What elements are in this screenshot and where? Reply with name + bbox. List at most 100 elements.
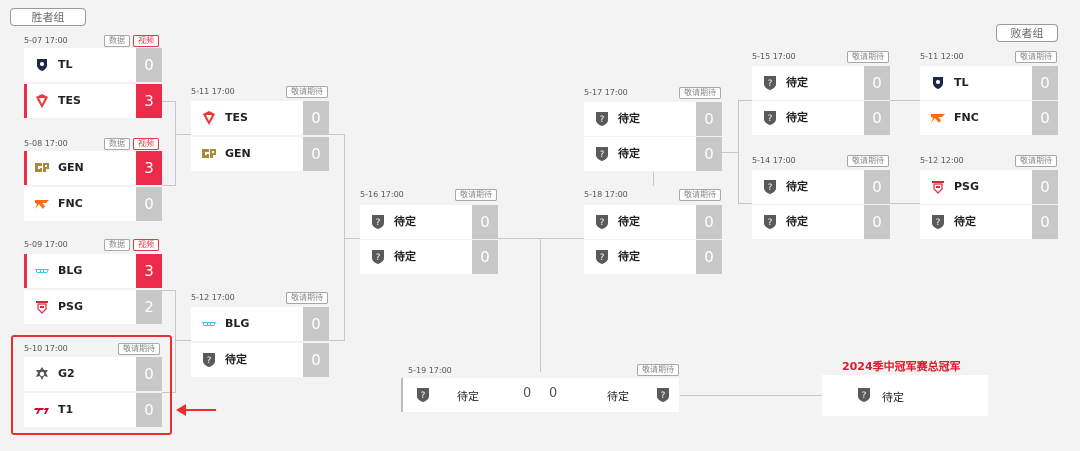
losers-group-tab[interactable]: 败者组 <box>996 24 1058 42</box>
shield-question-icon: ? <box>764 180 776 194</box>
team-name: T1 <box>58 403 74 416</box>
svg-text:?: ? <box>768 114 773 124</box>
team-row-fnc[interactable]: FNC 0 <box>24 187 162 221</box>
pending-badge[interactable]: 敬请期待 <box>679 87 721 99</box>
team-name: 待定 <box>786 111 808 124</box>
svg-text:?: ? <box>376 218 381 228</box>
shield-question-icon: ? <box>372 250 384 264</box>
svg-text:?: ? <box>600 115 605 125</box>
match-time: 5-14 17:00 <box>752 156 796 165</box>
shield-question-icon: ? <box>764 111 776 125</box>
data-badge[interactable]: 数据 <box>104 35 130 47</box>
team-score: 0 <box>136 187 162 221</box>
pending-badge[interactable]: 敬请期待 <box>847 51 889 63</box>
team-score: 0 <box>303 307 329 341</box>
pending-badge[interactable]: 敬请期待 <box>847 155 889 167</box>
team-row-psg[interactable]: PSG 0 <box>920 170 1058 204</box>
video-badge[interactable]: 视频 <box>133 138 159 150</box>
team-row-tbd[interactable]: ? 待定 0 <box>752 170 890 204</box>
shield-question-icon: ? <box>764 76 776 90</box>
team-score: 0 <box>523 386 532 401</box>
team-row-tl[interactable]: TL 0 <box>24 48 162 82</box>
team-score: 0 <box>136 393 162 427</box>
pending-badge[interactable]: 敬请期待 <box>637 364 679 376</box>
pending-badge[interactable]: 敬请期待 <box>286 292 328 304</box>
team-row-tbd[interactable]: ? 待定 0 <box>360 205 498 239</box>
team-row-psg[interactable]: PSG 2 <box>24 290 162 324</box>
team-score: 0 <box>696 137 722 171</box>
team-row-blg[interactable]: BLG 3 <box>24 254 162 288</box>
team-row-tbd[interactable]: ? 待定 0 <box>752 205 890 239</box>
pending-badge[interactable]: 敬请期待 <box>286 86 328 98</box>
g2-logo-icon <box>36 367 48 380</box>
team-score: 3 <box>136 84 162 118</box>
team-row-tbd[interactable]: ? 待定 0 <box>752 66 890 100</box>
team-name: 待定 <box>225 353 247 366</box>
team-score: 2 <box>136 290 162 324</box>
team-name: G2 <box>58 367 75 380</box>
match-time: 5-10 17:00 <box>24 344 68 353</box>
team-row-tes[interactable]: TES 3 <box>24 84 162 118</box>
team-row-tes[interactable]: TES 0 <box>191 101 329 135</box>
video-badge[interactable]: 视频 <box>133 35 159 47</box>
team-name: TES <box>58 94 81 107</box>
grand-final-card[interactable]: ? 待定 0 0 待定 ? <box>401 378 679 412</box>
team-name: 待定 <box>618 250 640 263</box>
team-row-gen[interactable]: GEN 3 <box>24 151 162 185</box>
team-name: FNC <box>954 111 979 124</box>
team-score: 0 <box>549 386 558 401</box>
data-badge[interactable]: 数据 <box>104 138 130 150</box>
gen-logo-icon <box>202 149 216 158</box>
blg-logo-icon <box>202 322 216 326</box>
team-row-tbd[interactable]: ? 待定 0 <box>191 343 329 377</box>
team-row-blg[interactable]: BLG 0 <box>191 307 329 341</box>
pending-badge[interactable]: 敬请期待 <box>1015 155 1057 167</box>
team-name: FNC <box>58 197 83 210</box>
team-row-tbd[interactable]: ? 待定 0 <box>752 101 890 135</box>
team-score: 0 <box>136 48 162 82</box>
match-time: 5-09 17:00 <box>24 240 68 249</box>
team-row-tbd[interactable]: ? 待定 0 <box>920 205 1058 239</box>
pending-badge[interactable]: 敬请期待 <box>455 189 497 201</box>
tes-logo-icon <box>36 94 48 108</box>
video-badge[interactable]: 视频 <box>133 239 159 251</box>
shield-question-icon: ? <box>858 388 870 402</box>
team-score: 0 <box>864 170 890 204</box>
svg-text:?: ? <box>600 218 605 228</box>
team-row-g2[interactable]: G2 0 <box>24 357 162 391</box>
match-time: 5-11 17:00 <box>191 87 235 96</box>
team-name: 待定 <box>618 215 640 228</box>
team-row-gen[interactable]: GEN 0 <box>191 137 329 171</box>
svg-text:?: ? <box>376 253 381 263</box>
team-row-tbd[interactable]: ? 待定 0 <box>584 102 722 136</box>
match-time: 5-08 17:00 <box>24 139 68 148</box>
match-time: 5-11 12:00 <box>920 52 964 61</box>
svg-text:?: ? <box>207 356 212 366</box>
pending-badge[interactable]: 敬请期待 <box>679 189 721 201</box>
winners-group-tab[interactable]: 胜者组 <box>10 8 86 26</box>
pending-badge[interactable]: 敬请期待 <box>118 343 160 355</box>
team-name: PSG <box>954 180 980 193</box>
team-row-tbd[interactable]: ? 待定 0 <box>360 240 498 274</box>
team-row-t1[interactable]: T1 0 <box>24 393 162 427</box>
team-score: 0 <box>696 205 722 239</box>
pending-badge[interactable]: 敬请期待 <box>1015 51 1057 63</box>
team-name: TL <box>954 76 969 89</box>
team-row-fnc[interactable]: FNC 0 <box>920 101 1058 135</box>
match-time: 5-19 17:00 <box>408 366 452 375</box>
svg-text:?: ? <box>768 183 773 193</box>
team-score: 0 <box>303 343 329 377</box>
tl-logo-icon <box>37 59 47 71</box>
champion-card[interactable]: ? 待定 <box>822 375 988 416</box>
team-name: 待定 <box>618 112 640 125</box>
psg-logo-icon <box>932 181 944 194</box>
team-row-tl[interactable]: TL 0 <box>920 66 1058 100</box>
svg-text:?: ? <box>421 391 426 401</box>
team-row-tbd[interactable]: ? 待定 0 <box>584 205 722 239</box>
data-badge[interactable]: 数据 <box>104 239 130 251</box>
team-row-tbd[interactable]: ? 待定 0 <box>584 137 722 171</box>
shield-question-icon: ? <box>372 215 384 229</box>
team-name: 待定 <box>882 391 904 404</box>
fnc-logo-icon <box>35 200 49 209</box>
team-row-tbd[interactable]: ? 待定 0 <box>584 240 722 274</box>
